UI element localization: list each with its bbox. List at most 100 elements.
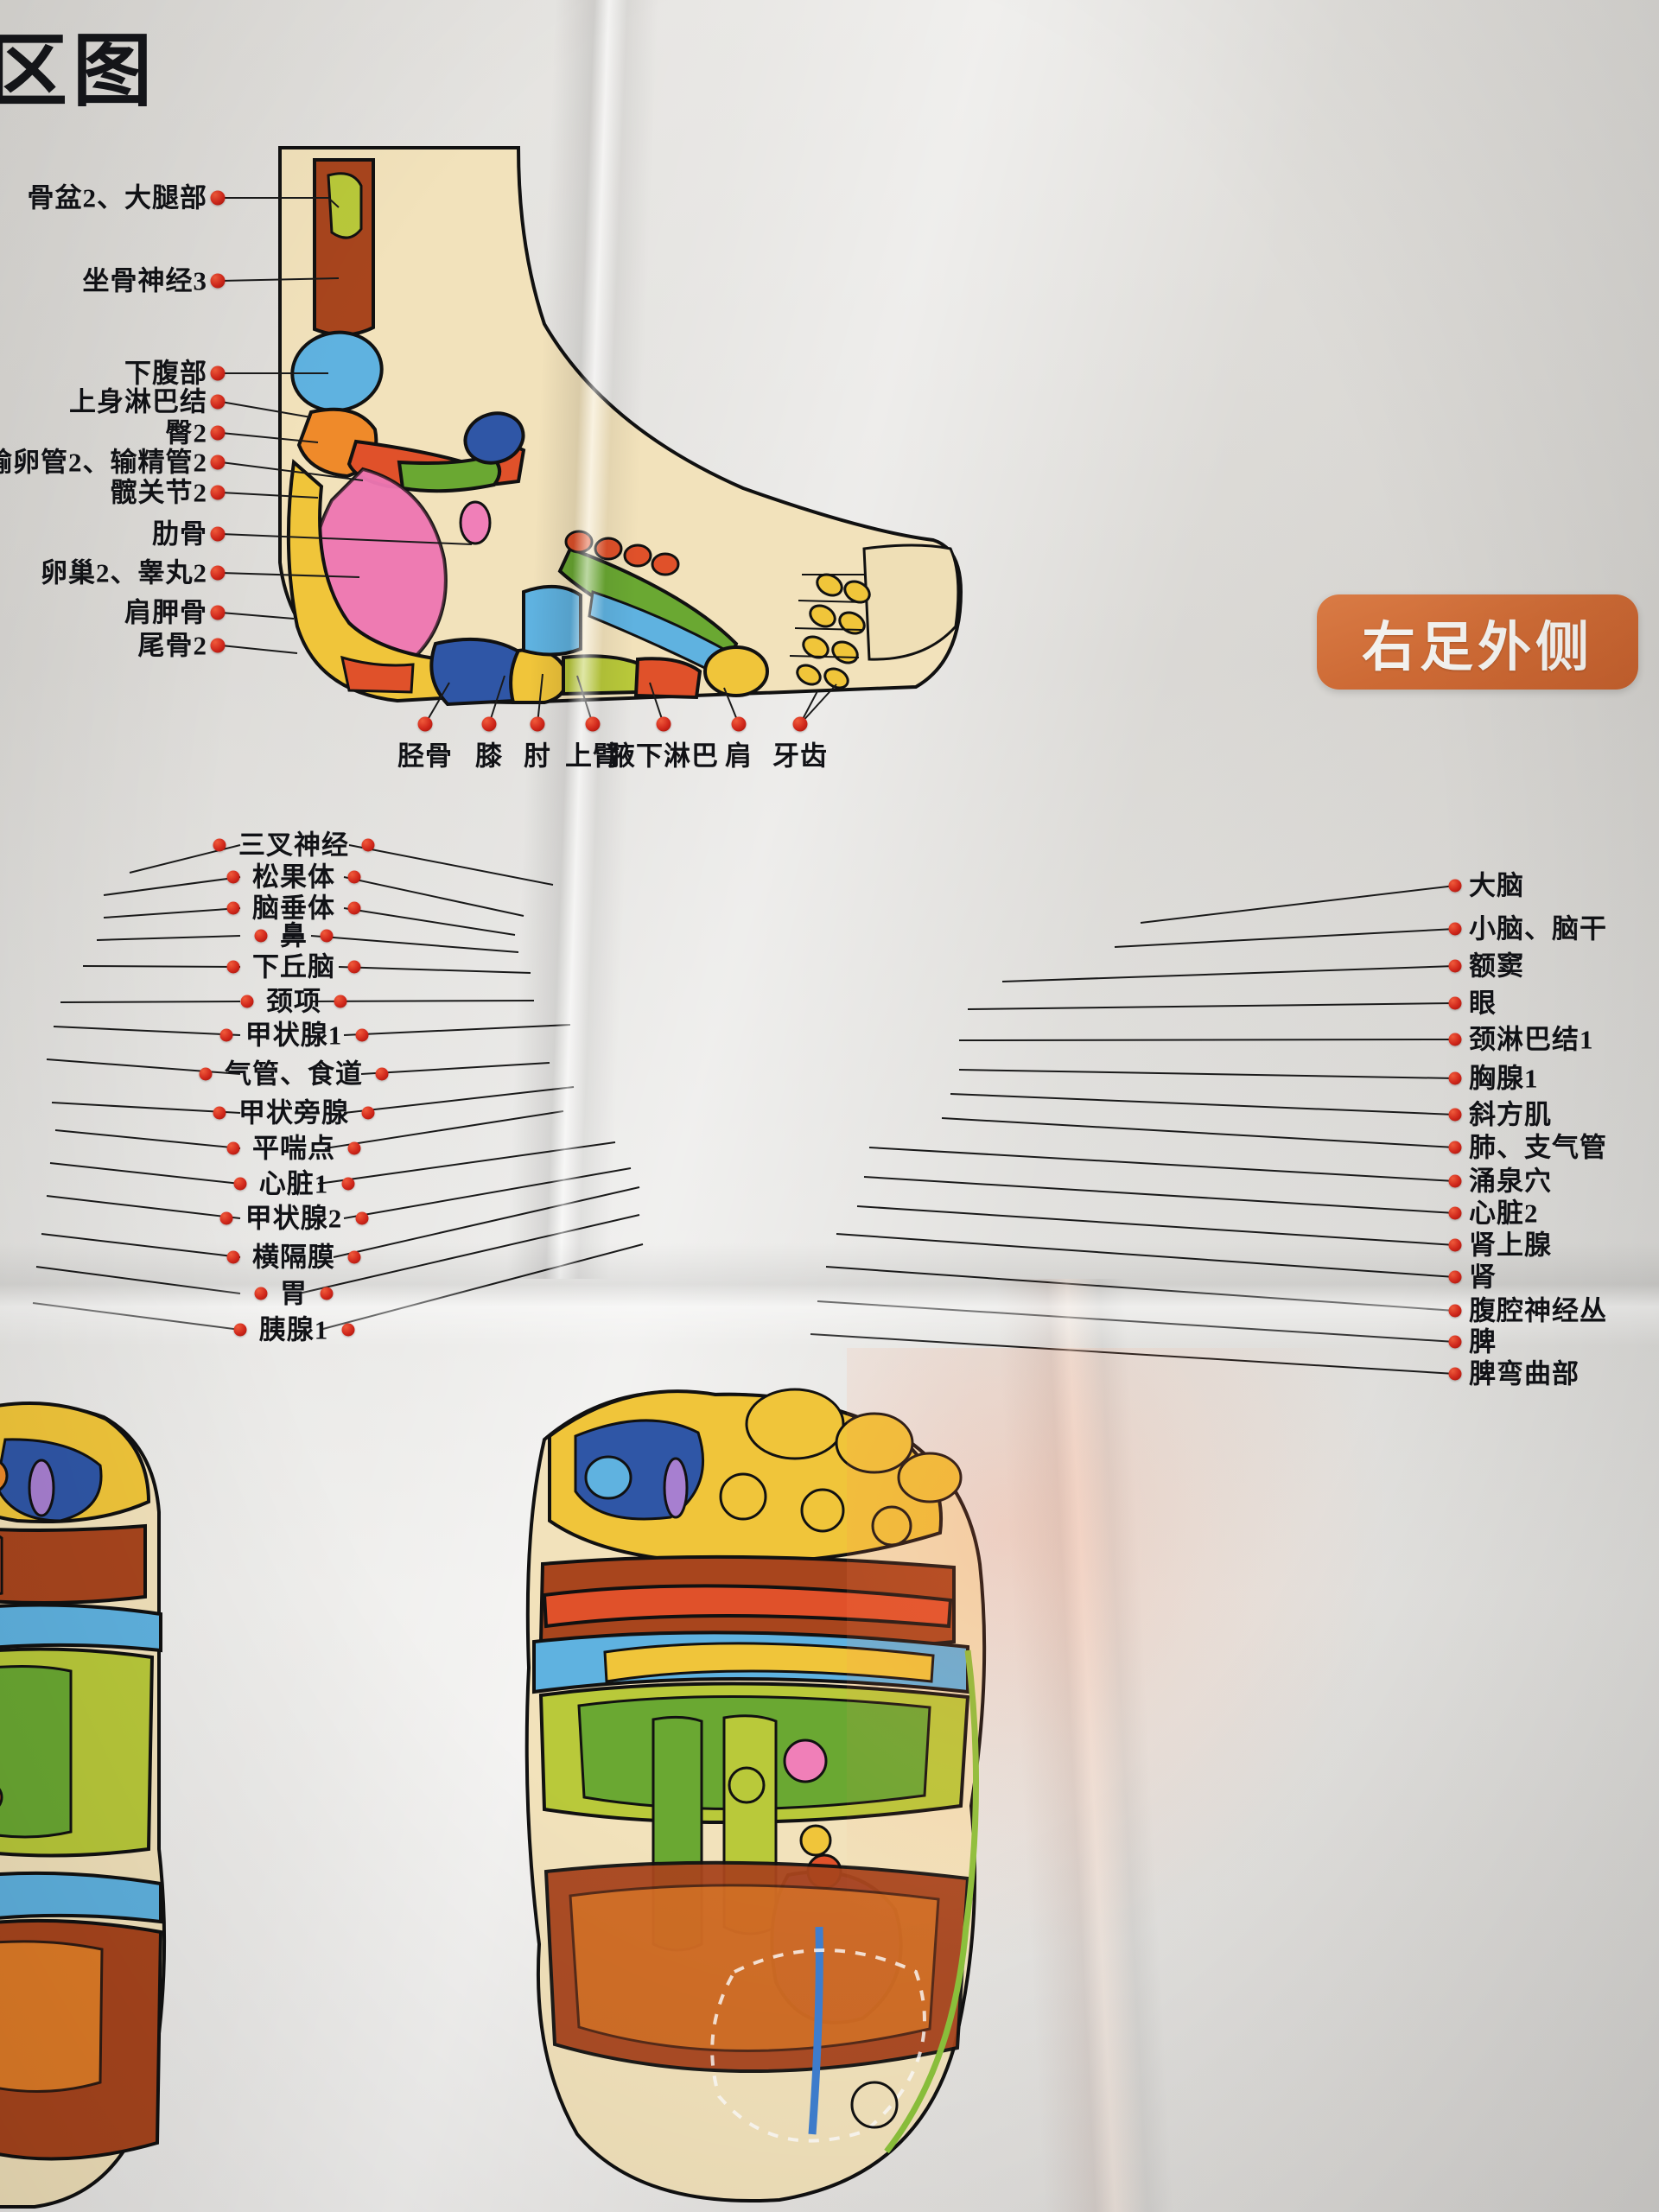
- plantar-foot-left-partial-illustration: [0, 1402, 167, 2209]
- reflex-dot-right-1: [1448, 922, 1462, 936]
- reflex-dot-center-right-2: [347, 901, 361, 915]
- reflex-label-lateral-7: 肋骨: [152, 518, 207, 550]
- reflex-label-center-10: 心脏1: [258, 1168, 329, 1199]
- reflex-dot-right-5: [1448, 1071, 1462, 1085]
- reflex-dot-right-8: [1448, 1174, 1462, 1188]
- reflex-dot-center-left-14: [233, 1323, 246, 1337]
- reflex-dot-sole-bottom-0: [417, 716, 433, 732]
- reflex-label-lateral-0: 骨盆2、大腿部: [27, 182, 207, 213]
- page-title: 区图: [0, 28, 158, 116]
- reflex-label-center-1: 松果体: [252, 861, 335, 893]
- reflex-label-center-8: 甲状旁腺: [238, 1097, 349, 1128]
- reflex-label-lateral-3: 上身淋巴结: [69, 386, 207, 417]
- reflex-label-right-5: 胸腺1: [1469, 1063, 1539, 1094]
- reflex-dot-center-right-7: [375, 1067, 389, 1081]
- reflex-dot-center-left-4: [226, 960, 240, 974]
- reflex-dot-right-0: [1448, 879, 1462, 893]
- reflex-label-right-14: 脾弯曲部: [1469, 1358, 1580, 1389]
- reflex-dot-sole-bottom-1: [481, 716, 497, 732]
- reflex-dot-right-7: [1448, 1141, 1462, 1154]
- reflex-dot-center-right-5: [334, 995, 347, 1008]
- reflex-label-sole-bottom-6: 牙齿: [772, 741, 828, 772]
- reflex-label-right-6: 斜方肌: [1469, 1099, 1552, 1130]
- reflex-label-center-2: 脑垂体: [252, 893, 335, 924]
- reflex-dot-center-left-8: [213, 1106, 226, 1120]
- reflex-label-center-5: 颈项: [266, 986, 321, 1017]
- right-foot-lateral-illustration: [278, 146, 963, 707]
- reflex-dot-center-left-9: [226, 1141, 240, 1155]
- reflex-dot-right-11: [1448, 1270, 1462, 1284]
- reflex-dot-center-left-3: [254, 929, 268, 943]
- reflex-dot-right-4: [1448, 1033, 1462, 1046]
- reflex-label-right-3: 眼: [1469, 988, 1497, 1019]
- reflex-dot-center-left-7: [199, 1067, 213, 1081]
- reflex-label-lateral-8: 卵巢2、睾丸2: [41, 557, 207, 588]
- reflex-dot-center-right-12: [347, 1250, 361, 1264]
- reflex-dot-center-left-10: [233, 1177, 246, 1191]
- reflex-dot-lateral-8: [210, 565, 226, 581]
- reflex-dot-lateral-5: [210, 454, 226, 470]
- reflex-dot-right-12: [1448, 1304, 1462, 1318]
- reflex-dot-center-right-3: [320, 929, 334, 943]
- reflex-label-center-6: 甲状腺1: [245, 1020, 343, 1051]
- reflex-label-sole-bottom-5: 肩: [725, 741, 753, 772]
- reflex-dot-center-left-6: [219, 1028, 232, 1042]
- reflex-dot-center-right-9: [347, 1141, 361, 1155]
- reflex-dot-right-3: [1448, 996, 1462, 1010]
- reflex-label-sole-bottom-4: 腋下淋巴: [608, 741, 719, 772]
- reflex-label-right-0: 大脑: [1469, 870, 1524, 901]
- reflex-dot-center-left-0: [213, 838, 226, 852]
- reflex-dot-lateral-6: [210, 485, 226, 500]
- reflex-dot-right-6: [1448, 1108, 1462, 1122]
- reflex-dot-lateral-2: [210, 365, 226, 381]
- reflex-dot-right-14: [1448, 1367, 1462, 1381]
- reflex-dot-center-right-4: [347, 960, 361, 974]
- reflex-dot-center-right-8: [361, 1106, 375, 1120]
- reflex-label-right-10: 肾上腺: [1469, 1230, 1552, 1261]
- reflex-dot-center-right-11: [355, 1211, 368, 1225]
- reflex-dot-center-left-1: [226, 870, 240, 884]
- reflex-dot-sole-bottom-3: [585, 716, 601, 732]
- reflex-label-right-1: 小脑、脑干: [1469, 913, 1607, 944]
- reflex-label-center-7: 气管、食道: [225, 1058, 363, 1090]
- reflex-label-lateral-4: 臀2: [165, 417, 207, 448]
- reflex-label-lateral-10: 尾骨2: [137, 630, 207, 661]
- reflex-label-sole-bottom-2: 肘: [524, 741, 551, 772]
- reflex-label-center-4: 下丘脑: [252, 951, 335, 982]
- reflex-label-sole-bottom-3: 上臂: [565, 741, 620, 772]
- reflex-dot-lateral-10: [210, 638, 226, 653]
- reflex-dot-center-left-5: [240, 995, 254, 1008]
- reflex-label-center-11: 甲状腺2: [245, 1203, 343, 1234]
- reflex-label-sole-bottom-0: 胫骨: [397, 741, 453, 772]
- reflex-dot-center-left-12: [226, 1250, 240, 1264]
- reflex-dot-center-left-13: [254, 1287, 268, 1300]
- reflex-label-right-4: 颈淋巴结1: [1469, 1024, 1594, 1055]
- reflex-dot-center-right-10: [341, 1177, 354, 1191]
- plantar-foot-right-illustration: [524, 1388, 987, 2203]
- reflex-label-center-12: 横隔膜: [252, 1242, 335, 1273]
- reflex-dot-lateral-0: [210, 190, 226, 206]
- reflex-dot-center-right-6: [355, 1028, 368, 1042]
- reflex-label-right-11: 肾: [1469, 1262, 1497, 1293]
- reflex-dot-center-left-11: [219, 1211, 232, 1225]
- reflex-label-center-3: 鼻: [280, 920, 308, 951]
- reflex-dot-lateral-9: [210, 605, 226, 620]
- reflex-label-right-9: 心脏2: [1469, 1198, 1539, 1229]
- reflex-label-center-14: 胰腺1: [258, 1314, 329, 1345]
- reflex-dot-right-2: [1448, 959, 1462, 973]
- reflex-label-right-7: 肺、支气管: [1469, 1132, 1607, 1163]
- reflex-dot-sole-bottom-4: [656, 716, 671, 732]
- reflex-dot-lateral-1: [210, 273, 226, 289]
- reflex-dot-center-right-14: [341, 1323, 354, 1337]
- reflex-dot-lateral-3: [210, 394, 226, 410]
- foot-view-badge-label: 右足外侧: [1361, 618, 1593, 677]
- reflex-label-center-9: 平喘点: [252, 1133, 335, 1164]
- reflex-dot-lateral-7: [210, 526, 226, 542]
- reflex-label-center-13: 胃: [280, 1278, 308, 1309]
- reflex-label-lateral-1: 坐骨神经3: [82, 265, 207, 296]
- reflex-label-right-8: 涌泉穴: [1469, 1166, 1552, 1197]
- reflex-dot-sole-bottom-2: [530, 716, 545, 732]
- reflex-label-lateral-6: 髋关节2: [110, 477, 207, 508]
- reflex-dot-center-right-1: [347, 870, 361, 884]
- reflex-label-lateral-2: 下腹部: [124, 358, 207, 389]
